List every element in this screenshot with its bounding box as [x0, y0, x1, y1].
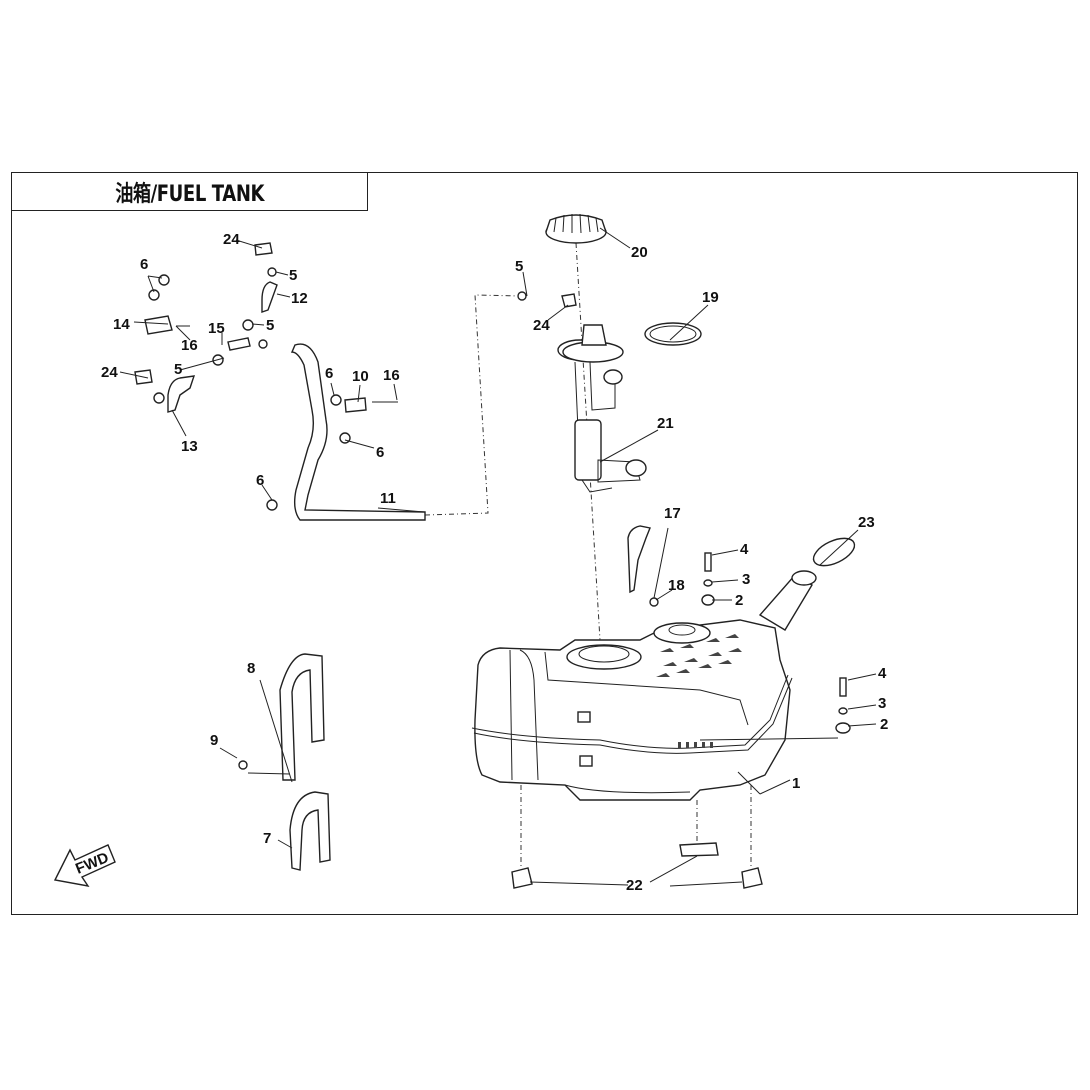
callout-5b: 5: [289, 267, 297, 284]
leader-lines: [119, 227, 877, 887]
callout-3b: 3: [878, 695, 886, 712]
callout-9: 9: [210, 732, 218, 749]
page-title: 油箱/FUEL TANK: [115, 181, 264, 207]
callout-14: 14: [113, 316, 130, 333]
callout-24a: 24: [223, 231, 240, 248]
callout-24b: 24: [533, 317, 550, 334]
callout-10: 10: [352, 368, 369, 385]
callout-6a: 6: [140, 256, 148, 273]
callout-22: 22: [626, 877, 643, 894]
diagram-frame: [11, 172, 1078, 915]
callout-16a: 16: [181, 337, 198, 354]
brackets-and-hardware: [238, 525, 856, 871]
fuel-tank: [471, 570, 817, 801]
rubber-pads: [511, 785, 763, 889]
callout-5d: 5: [174, 361, 182, 378]
callout-13: 13: [181, 438, 198, 455]
callout-6c: 6: [376, 444, 384, 461]
callout-3a: 3: [742, 571, 750, 588]
title-box: 油箱/FUEL TANK: [11, 172, 368, 211]
fwd-label: FWD: [73, 849, 111, 878]
callout-16b: 16: [383, 367, 400, 384]
callout-4b: 4: [878, 665, 887, 682]
callout-7: 7: [263, 830, 271, 847]
callout-17: 17: [664, 505, 681, 522]
callout-5c: 5: [266, 317, 274, 334]
callout-11: 11: [380, 490, 396, 507]
callout-1: 1: [792, 775, 800, 792]
callout-2b: 2: [880, 716, 888, 733]
callout-12: 12: [291, 290, 308, 307]
fwd-arrow-icon: FWD: [53, 844, 116, 887]
callout-2a: 2: [735, 592, 743, 609]
callouts: 1 2 2 3 3 4 4 5 5 5 5 6 6 6 6 7 8 9 10 1…: [101, 231, 888, 894]
callout-19: 19: [702, 289, 719, 306]
callout-24c: 24: [101, 364, 118, 381]
fuel-pump-assembly: [545, 213, 702, 641]
callout-6d: 6: [256, 472, 264, 489]
callout-6b: 6: [325, 365, 333, 382]
callout-15: 15: [208, 320, 225, 337]
callout-5a: 5: [515, 258, 523, 275]
callout-8: 8: [247, 660, 255, 677]
callout-23: 23: [858, 514, 875, 531]
callout-20: 20: [631, 244, 648, 261]
callout-21: 21: [657, 415, 674, 432]
callout-18: 18: [668, 577, 685, 594]
callout-4a: 4: [740, 541, 749, 558]
